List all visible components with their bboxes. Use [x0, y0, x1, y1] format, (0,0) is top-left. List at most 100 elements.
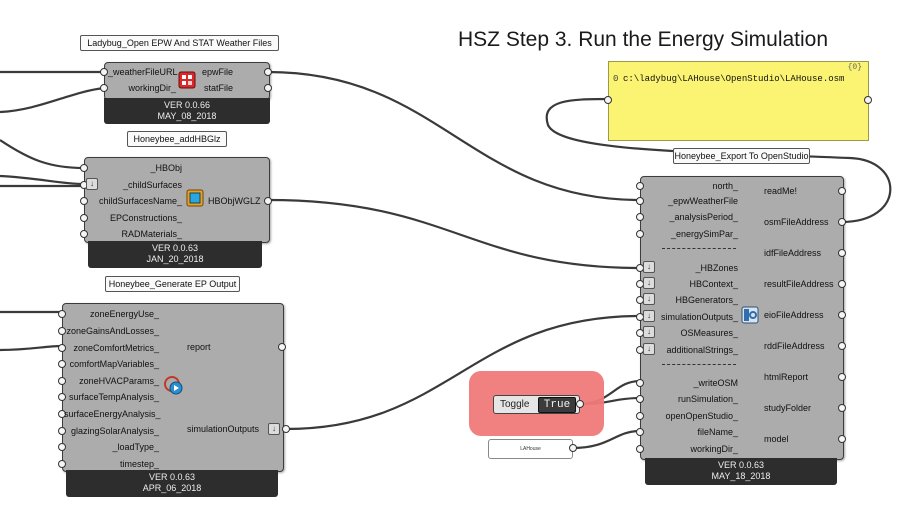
weather-input-grip[interactable]	[100, 68, 108, 76]
flatten-icon[interactable]: ↓	[268, 423, 280, 435]
addhbglz-input-childsurfacesname[interactable]: childSurfacesName_	[98, 196, 182, 206]
export-input-additionalstrings[interactable]: additionalStrings_	[666, 345, 738, 355]
epoutput-output-grip[interactable]	[278, 343, 286, 351]
export-output-eiofileaddress[interactable]: eioFileAddress	[764, 310, 824, 320]
export-input-simulationoutputs[interactable]: simulationOutputs_	[660, 312, 738, 322]
export-input-hbcontext[interactable]: HBContext_	[689, 279, 738, 289]
flatten-icon[interactable]: ↓	[86, 178, 98, 190]
epoutput-input-zonehvacparams[interactable]: zoneHVACParams_	[79, 376, 159, 386]
epoutput-input-surfaceenergyanalysis[interactable]: surfaceEnergyAnalysis_	[64, 409, 161, 419]
boolean-toggle[interactable]: Toggle True	[493, 395, 580, 414]
export-input-north[interactable]: north_	[712, 181, 738, 191]
panel-input-grip[interactable]	[604, 96, 612, 104]
toggle-output-grip[interactable]	[576, 400, 584, 408]
export-input-grip[interactable]	[636, 428, 644, 436]
weather-input-workingdir[interactable]: workingDir_	[128, 83, 176, 93]
addhbglz-input-grip[interactable]	[80, 197, 88, 205]
export-input-grip[interactable]	[636, 197, 644, 205]
epoutput-output-grip[interactable]	[282, 425, 290, 433]
epoutput-input-grip[interactable]	[58, 427, 66, 435]
epoutput-input-grip[interactable]	[58, 360, 66, 368]
flatten-icon[interactable]: ↓	[643, 326, 655, 338]
epoutput-input-grip[interactable]	[58, 393, 66, 401]
epoutput-input-grip[interactable]	[58, 377, 66, 385]
export-output-grip[interactable]	[838, 249, 846, 257]
epoutput-input-zonegainsandlosses[interactable]: zoneGainsAndLosses_	[66, 326, 159, 336]
export-input-grip[interactable]	[636, 213, 644, 221]
export-input-epwweatherfile[interactable]: _epwWeatherFile	[668, 196, 738, 206]
export-output-rddfileaddress[interactable]: rddFileAddress	[764, 341, 825, 351]
epoutput-input-surfacetempanalysis[interactable]: surfaceTempAnalysis_	[68, 392, 159, 402]
addhbglz-input-hbobj[interactable]: _HBObj	[150, 163, 182, 173]
addhbglz-input-epconstructions[interactable]: EPConstructions_	[109, 213, 182, 223]
epoutput-input-grip[interactable]	[58, 344, 66, 352]
export-output-model[interactable]: model	[764, 434, 789, 444]
epoutput-input-glazingsolaranalysis[interactable]: glazingSolarAnalysis_	[70, 426, 159, 436]
weather-output-grip[interactable]	[264, 84, 272, 92]
epoutput-output-simulationoutputs[interactable]: simulationOutputs	[187, 424, 260, 434]
flatten-icon[interactable]: ↓	[643, 293, 655, 305]
export-output-readme[interactable]: readMe!	[764, 186, 798, 196]
export-output-grip[interactable]	[838, 373, 846, 381]
toggle-value[interactable]: True	[538, 397, 576, 413]
filename-panel[interactable]: LAHouse	[488, 439, 573, 459]
flatten-icon[interactable]: ↓	[643, 343, 655, 355]
addhbglz-output-hbobjwglz[interactable]: HBObjWGLZ	[208, 196, 261, 206]
export-input-grip[interactable]	[636, 395, 644, 403]
epoutput-input-grip[interactable]	[58, 327, 66, 335]
weather-output-statfile[interactable]: statFile	[204, 83, 234, 93]
addhbglz-input-grip[interactable]	[80, 164, 88, 172]
weather-output-epwfile[interactable]: epwFile	[202, 67, 234, 77]
export-input-openopenstudio[interactable]: openOpenStudio_	[665, 411, 738, 421]
export-input-runsimulation[interactable]: runSimulation_	[677, 394, 738, 404]
epoutput-input-zoneenergyuse[interactable]: zoneEnergyUse_	[89, 309, 159, 319]
addhbglz-output-grip[interactable]	[264, 197, 272, 205]
osm-address-panel[interactable]: {0} 0 c:\ladybug\LAHouse\OpenStudio\LAHo…	[608, 61, 869, 141]
epoutput-input-loadtype[interactable]: _loadType_	[112, 442, 159, 452]
export-output-grip[interactable]	[838, 218, 846, 226]
panel-output-grip[interactable]	[864, 96, 872, 104]
epoutput-input-grip[interactable]	[58, 460, 66, 468]
flatten-icon[interactable]: ↓	[643, 261, 655, 273]
filename-panel-output-grip[interactable]	[569, 444, 577, 452]
weather-input-grip[interactable]	[100, 84, 108, 92]
export-output-grip[interactable]	[838, 187, 846, 195]
export-output-resultfileaddress[interactable]: resultFileAddress	[764, 279, 834, 289]
export-output-osmfileaddress[interactable]: osmFileAddress	[764, 217, 829, 227]
export-input-osmeasures[interactable]: OSMeasures_	[680, 328, 738, 338]
export-input-grip[interactable]	[636, 412, 644, 420]
export-input-writeosm[interactable]: _writeOSM	[693, 378, 738, 388]
export-output-grip[interactable]	[838, 342, 846, 350]
export-output-htmlreport[interactable]: htmlReport	[764, 372, 809, 382]
export-input-grip[interactable]	[636, 230, 644, 238]
export-output-grip[interactable]	[838, 280, 846, 288]
flatten-icon[interactable]: ↓	[643, 277, 655, 289]
addhbglz-input-childsurfaces[interactable]: _childSurfaces	[122, 180, 182, 190]
addhbglz-input-radmaterials[interactable]: RADMaterials_	[121, 229, 182, 239]
export-input-hbgenerators[interactable]: HBGenerators_	[675, 295, 738, 305]
epoutput-input-zonecomfortmetrics[interactable]: zoneComfortMetrics_	[73, 343, 159, 353]
epoutput-output-report[interactable]: report	[187, 342, 211, 352]
epoutput-input-grip[interactable]	[58, 310, 66, 318]
export-output-grip[interactable]	[838, 435, 846, 443]
flatten-icon[interactable]: ↓	[643, 310, 655, 322]
addhbglz-input-grip[interactable]	[80, 230, 88, 238]
epoutput-input-comfortmapvariables[interactable]: comfortMapVariables_	[69, 359, 159, 369]
export-input-energysimpar[interactable]: _energySimPar_	[670, 229, 738, 239]
export-output-studyfolder[interactable]: studyFolder	[764, 403, 812, 413]
weather-input-weatherfileurl[interactable]: _weatherFileURL	[108, 67, 178, 77]
epoutput-input-grip[interactable]	[58, 443, 66, 451]
export-input-filename[interactable]: fileName_	[697, 427, 738, 437]
export-output-grip[interactable]	[838, 404, 846, 412]
export-output-grip[interactable]	[838, 311, 846, 319]
epoutput-input-grip[interactable]	[58, 410, 66, 418]
addhbglz-input-grip[interactable]	[80, 214, 88, 222]
export-output-idffileaddress[interactable]: idfFileAddress	[764, 248, 822, 258]
export-input-analysisperiod[interactable]: _analysisPeriod_	[669, 212, 738, 222]
export-input-workingdir[interactable]: workingDir_	[690, 444, 738, 454]
epoutput-input-timestep[interactable]: timestep_	[119, 459, 159, 469]
export-input-hbzones[interactable]: _HBZones	[695, 263, 738, 273]
export-input-grip[interactable]	[636, 379, 644, 387]
weather-output-grip[interactable]	[264, 68, 272, 76]
export-input-grip[interactable]	[636, 182, 644, 190]
